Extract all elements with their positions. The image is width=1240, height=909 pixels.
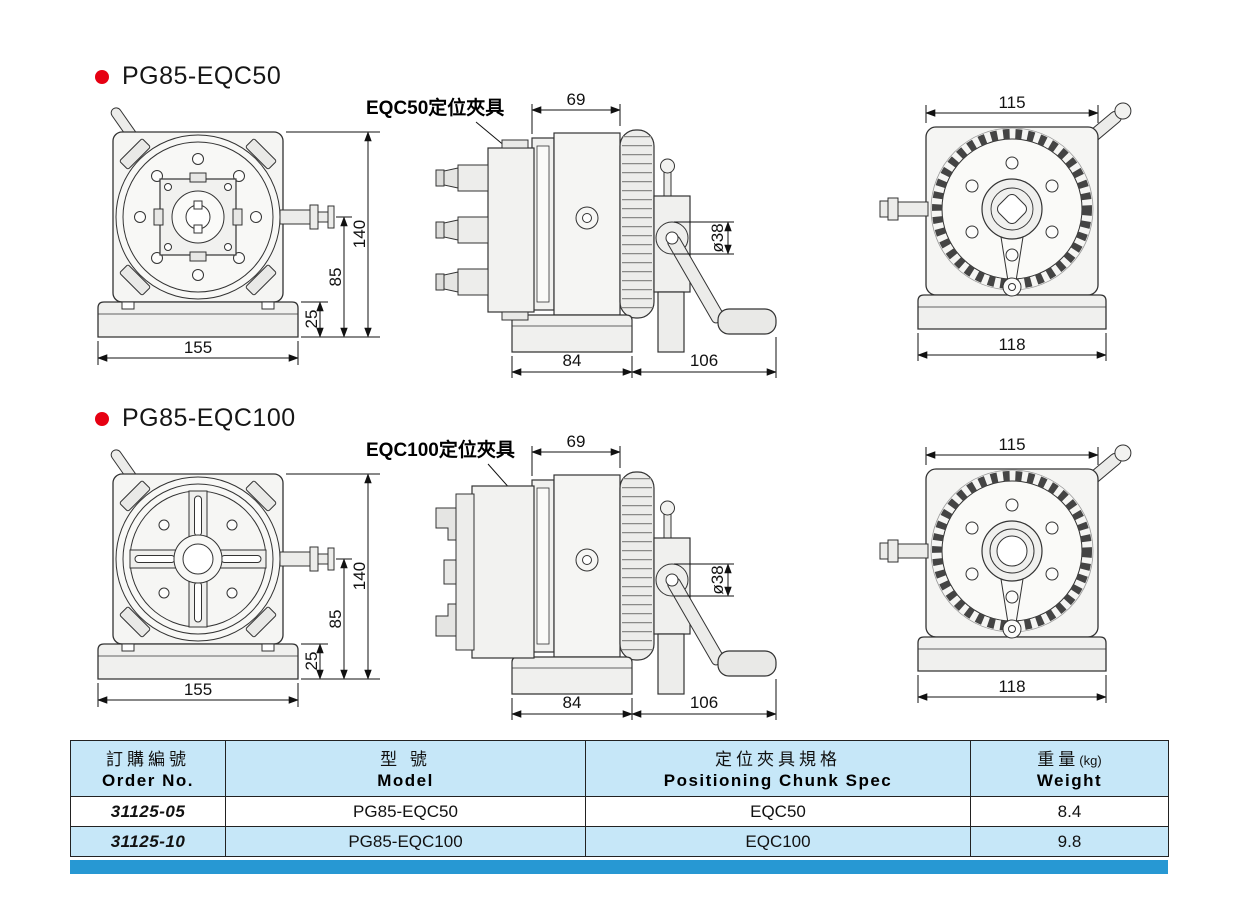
back-view-eqc100: 115 118 <box>876 435 1176 712</box>
dim-handle-reach: 106 <box>690 351 718 370</box>
eqc100-chuck-face <box>129 490 267 628</box>
dim-base-depth: 84 <box>563 693 582 712</box>
cell-model: PG85-EQC100 <box>225 826 586 857</box>
header-zh: 訂購編號 <box>106 750 190 769</box>
spec-table: 訂購編號 Order No. 型 號 Model 定位夾具規格 Position… <box>70 740 1169 857</box>
cell-weight: 9.8 <box>970 826 1169 857</box>
footer-bar <box>70 860 1168 874</box>
red-bullet-icon <box>95 69 109 84</box>
dim-center-height: 85 <box>326 610 345 629</box>
section-title-eqc50: PG85-EQC50 <box>95 62 281 91</box>
front-view-base <box>98 106 380 365</box>
header-en: Model <box>377 771 434 790</box>
dim-rear-base-width: 118 <box>998 677 1025 696</box>
cell-order-no: 31125-10 <box>70 826 226 857</box>
col-header-model: 型 號 Model <box>225 740 586 797</box>
table-row: 31125-05 PG85-EQC50 EQC50 8.4 <box>70 796 1169 827</box>
product-title: PG85-EQC100 <box>122 404 296 432</box>
side-view-eqc100: EQC100定位夾具 69 ø38 84 106 <box>366 420 822 726</box>
dim-rear-width: 115 <box>998 435 1025 454</box>
dim-top-width: 69 <box>567 90 586 109</box>
dim-base-width: 155 <box>184 680 212 699</box>
col-header-chuck-spec: 定位夾具規格 Positioning Chunk Spec <box>585 740 971 797</box>
header-zh: 型 號 <box>380 750 431 769</box>
chuck-label: EQC50定位夾具 <box>366 96 504 119</box>
cell-chuck-spec: EQC100 <box>585 826 971 857</box>
header-zh: 定位夾具規格 <box>715 750 841 769</box>
dim-handle-dia: ø38 <box>708 223 727 252</box>
eqc50-bore <box>990 187 1034 231</box>
header-unit: (kg) <box>1079 753 1102 768</box>
dim-total-height: 140 <box>350 220 369 248</box>
front-view-eqc100: 155 25 85 140 <box>88 444 398 714</box>
dim-center-height: 85 <box>326 268 345 287</box>
col-header-weight: 重量(kg) Weight <box>970 740 1169 797</box>
eqc100-bore <box>989 528 1035 574</box>
front-view-eqc50: 155 25 85 140 <box>88 102 398 372</box>
dim-base-height: 25 <box>302 652 321 671</box>
dim-total-height: 140 <box>350 562 369 590</box>
cell-order-no: 31125-05 <box>70 796 226 827</box>
table-header-row: 訂購編號 Order No. 型 號 Model 定位夾具規格 Position… <box>70 740 1169 797</box>
dim-rear-base-width: 118 <box>998 335 1025 354</box>
side-view-base <box>512 446 776 720</box>
eqc50-chuck-side <box>435 139 535 321</box>
dim-base-height: 25 <box>302 310 321 329</box>
product-title: PG85-EQC50 <box>122 62 282 90</box>
header-en: Positioning Chunk Spec <box>663 771 893 790</box>
back-view-base <box>880 100 1134 361</box>
cell-chuck-spec: EQC50 <box>585 796 971 827</box>
eqc50-chuck-face <box>133 152 263 282</box>
header-en: Order No. <box>102 771 194 790</box>
spec-table-wrap: 訂購編號 Order No. 型 號 Model 定位夾具規格 Position… <box>70 740 1169 874</box>
back-view-eqc50: 115 118 <box>876 93 1176 370</box>
cell-weight: 8.4 <box>970 796 1169 827</box>
section-title-eqc100: PG85-EQC100 <box>95 404 296 433</box>
red-bullet-icon <box>95 411 109 426</box>
col-header-order-no: 訂購編號 Order No. <box>70 740 226 797</box>
eqc100-chuck-side <box>435 485 535 659</box>
dim-rear-width: 115 <box>998 93 1025 112</box>
dim-base-depth: 84 <box>563 351 582 370</box>
table-row: 31125-10 PG85-EQC100 EQC100 9.8 <box>70 826 1169 857</box>
dim-base-width: 155 <box>184 338 212 357</box>
chuck-label: EQC100定位夾具 <box>366 438 515 461</box>
header-en: Weight <box>1036 771 1103 790</box>
header-zh-text: 重量 <box>1037 750 1080 769</box>
dim-top-width: 69 <box>567 432 586 451</box>
dim-handle-reach: 106 <box>690 693 718 712</box>
cell-model: PG85-EQC50 <box>225 796 586 827</box>
side-view-eqc50: EQC50定位夾具 69 ø38 84 106 <box>366 78 822 384</box>
header-zh: 重量(kg) <box>971 745 1168 770</box>
dim-handle-dia: ø38 <box>708 565 727 594</box>
side-view-base <box>512 104 776 378</box>
